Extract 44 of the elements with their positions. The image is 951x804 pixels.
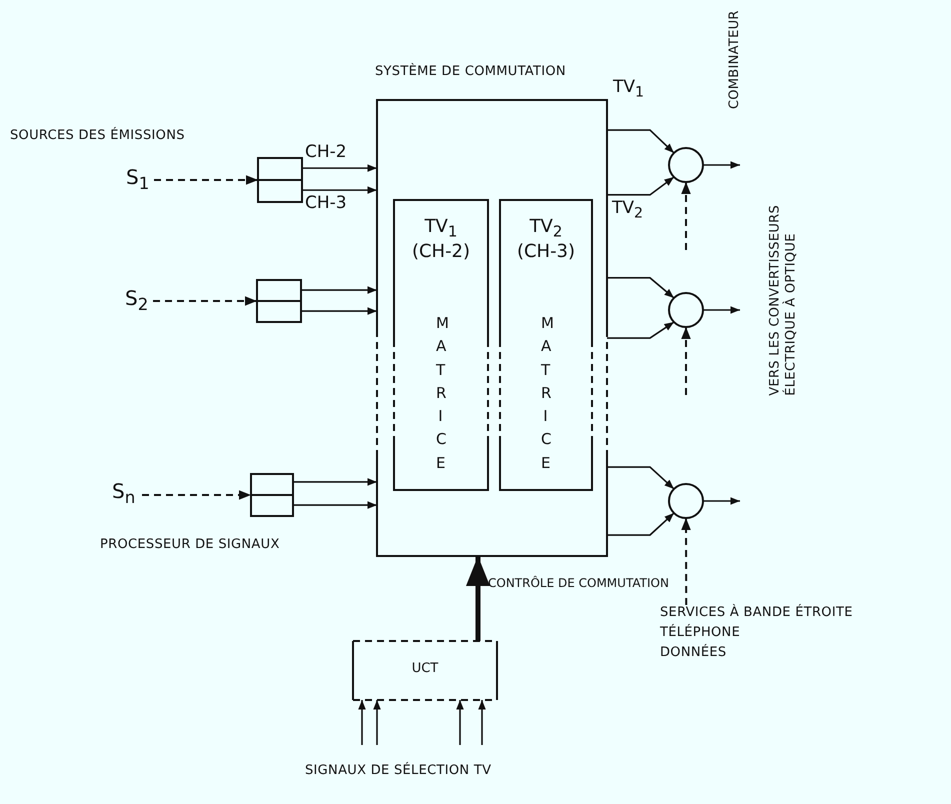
matrix-label: MATRICE (541, 313, 550, 474)
source-label: S$_{1}$ (126, 165, 150, 194)
source-label: S$_{2}$ (125, 286, 148, 315)
arrow (293, 478, 377, 486)
arrow (607, 512, 674, 536)
service-item: DONNÉES (660, 645, 726, 661)
arrow (703, 497, 740, 505)
dashed-arrow (681, 182, 691, 250)
arrow (301, 307, 377, 315)
vertical-label: VERS LES CONVERTISSEURS ÉLECTRIQUE À OPTIQUE (767, 204, 800, 396)
matrix-title: TV$_{2}$ (CH-3) (516, 216, 576, 262)
arrow (293, 501, 377, 509)
input-label: SIGNAUX DE SÉLECTION TV (305, 763, 492, 780)
arrow (607, 277, 674, 299)
arrow (607, 466, 674, 490)
arrow (456, 700, 464, 745)
box-heading: SYSTÈME DE COMMUTATION (375, 64, 566, 80)
group-label: SOURCES DES ÉMISSIONS (10, 128, 185, 144)
control-label: CONTRÔLE DE COMMUTATION (488, 576, 669, 591)
arrow (373, 700, 381, 745)
service-item: TÉLÉPHONE (660, 625, 740, 641)
dashed-arrow (153, 296, 257, 306)
dashed-arrow (142, 490, 251, 500)
arrow (607, 129, 675, 154)
arrow (607, 176, 674, 196)
arrow (607, 321, 674, 339)
matrix-label: MATRICE (436, 313, 445, 474)
arrow (703, 161, 740, 169)
arrow (703, 306, 740, 314)
group-label: PROCESSEUR DE SIGNAUX (100, 537, 280, 554)
dashed-arrow (681, 518, 691, 605)
arrow (302, 186, 377, 194)
dashed-arrow (154, 175, 258, 185)
arrow (466, 556, 490, 641)
arrow (358, 700, 366, 745)
arrow (302, 164, 377, 172)
dashed-arrow (681, 327, 691, 395)
source-label: S$_{n}$ (112, 479, 136, 508)
vertical-label: COMBINATEUR (726, 9, 743, 110)
arrow (478, 700, 486, 745)
matrix-title: TV$_{1}$ (CH-2) (410, 216, 472, 262)
cpu-label: UCT (410, 661, 440, 677)
arrow (301, 286, 377, 294)
service-heading: SERVICES À BANDE ÉTROITE (660, 605, 853, 621)
